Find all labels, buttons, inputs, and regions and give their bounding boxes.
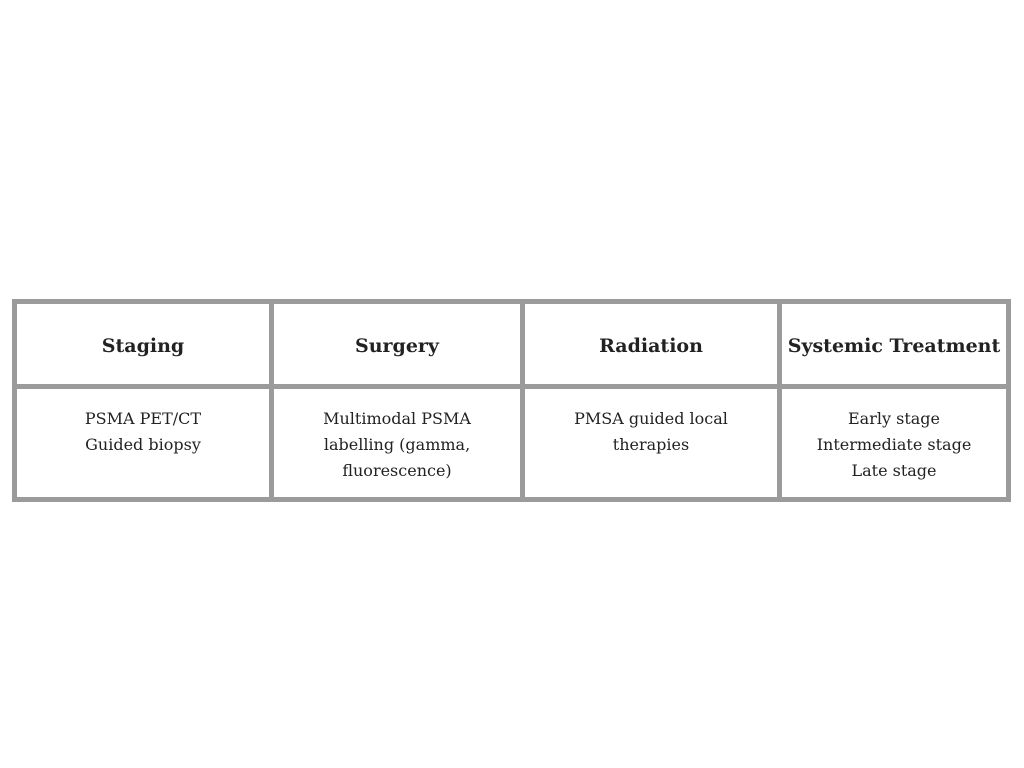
cell-staging-line: PSMA PET/CT xyxy=(84,409,202,428)
cell-systemic-treatment-line: Intermediate stage xyxy=(816,435,972,454)
treatment-table: Staging Surgery Radiation Systemic Treat… xyxy=(12,299,1011,502)
header-surgery-label: Surgery xyxy=(355,335,439,357)
cell-systemic-treatment-line: Late stage xyxy=(851,461,937,480)
cell-surgery-line: Multimodal PSMA xyxy=(323,409,471,428)
cell-staging: PSMA PET/CT Guided biopsy xyxy=(17,389,269,497)
header-systemic-treatment-label: Systemic Treatment xyxy=(787,335,1001,357)
cell-surgery-lines: Multimodal PSMA labelling (gamma, fluore… xyxy=(323,406,471,484)
cell-surgery-line: labelling (gamma, xyxy=(323,435,471,454)
cell-radiation: PMSA guided local therapies xyxy=(525,389,777,497)
header-radiation: Radiation xyxy=(525,304,777,384)
cell-radiation-line: PMSA guided local xyxy=(574,409,728,428)
header-staging-label: Staging xyxy=(101,335,185,357)
cell-surgery: Multimodal PSMA labelling (gamma, fluore… xyxy=(274,389,520,497)
cell-systemic-treatment: Early stage Intermediate stage Late stag… xyxy=(782,389,1006,497)
cell-staging-line: Guided biopsy xyxy=(85,435,201,454)
header-systemic-treatment: Systemic Treatment xyxy=(782,304,1006,384)
cell-systemic-treatment-line: Early stage xyxy=(848,409,940,428)
header-staging: Staging xyxy=(17,304,269,384)
cell-radiation-line: therapies xyxy=(612,435,690,454)
header-radiation-label: Radiation xyxy=(599,335,703,357)
header-surgery: Surgery xyxy=(274,304,520,384)
cell-staging-lines: PSMA PET/CT Guided biopsy xyxy=(85,406,201,458)
cell-radiation-lines: PMSA guided local therapies xyxy=(574,406,728,458)
cell-systemic-treatment-lines: Early stage Intermediate stage Late stag… xyxy=(817,406,972,484)
cell-surgery-line: fluorescence) xyxy=(342,461,452,480)
